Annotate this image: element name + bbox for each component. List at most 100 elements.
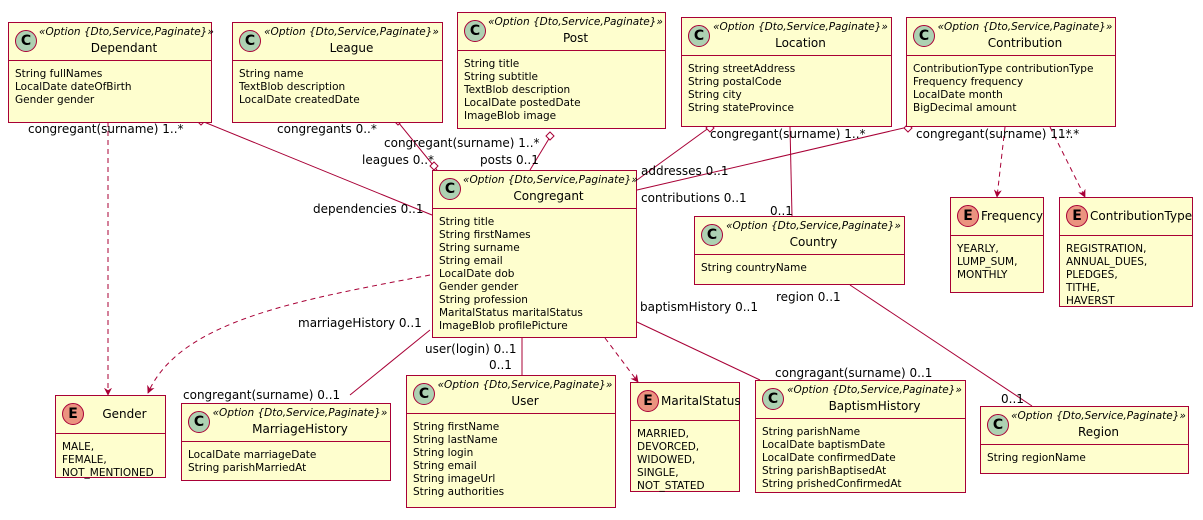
edge-congregant-baptism [636, 321, 761, 381]
stereotype: «Option {Dto,Service,Paginate}» [787, 384, 962, 396]
class-name: Contribution [987, 36, 1063, 50]
field: LocalDate createdDate [239, 94, 360, 106]
field: LocalDate month [913, 89, 1003, 101]
field: String login [413, 447, 474, 459]
enum-name: Frequency [981, 209, 1043, 223]
class-location[interactable]: C «Option {Dto,Service,Paginate}» Locati… [681, 17, 892, 127]
label-country-mult: 0..1 [770, 204, 793, 218]
class-region[interactable]: C «Option {Dto,Service,Paginate}» Region… [980, 406, 1189, 474]
class-name: User [511, 394, 539, 408]
edge-contribution-congregant [636, 126, 909, 191]
class-marriagehistory[interactable]: C «Option {Dto,Service,Paginate}» Marria… [181, 403, 391, 481]
enum-name: MaritalStatus [661, 394, 741, 408]
field: String regionName [987, 452, 1086, 464]
label-region-mult: 0..1 [1001, 392, 1024, 406]
class-name: Region [1077, 425, 1120, 439]
label-posts: posts 0..1 [480, 153, 539, 167]
stereotype: «Option {Dto,Service,Paginate}» [212, 407, 388, 419]
stereotype: «Option {Dto,Service,Paginate}» [1011, 410, 1186, 422]
stereotype: «Option {Dto,Service,Paginate}» [463, 174, 638, 186]
class-name: Dependant [90, 41, 158, 55]
field: LocalDate baptismDate [762, 439, 886, 451]
field: String city [688, 89, 742, 101]
label-contributions: contributions 0..1 [641, 191, 747, 205]
field: String title [439, 216, 495, 228]
field: String title [464, 58, 520, 70]
enum-value: MONTHLY [957, 269, 1008, 281]
class-post[interactable]: C «Option {Dto,Service,Paginate}» Post S… [457, 12, 666, 129]
stereotype: «Option {Dto,Service,Paginate}» [726, 220, 901, 232]
label-baptism-congragant: congragant(surname) 0..1 [775, 366, 933, 380]
class-contribution[interactable]: C «Option {Dto,Service,Paginate}» Contri… [906, 17, 1116, 127]
stereotype: «Option {Dto,Service,Paginate}» [713, 21, 888, 33]
enum-icon: E [62, 403, 84, 425]
enum-value: SINGLE, [637, 467, 679, 479]
class-icon: C [701, 224, 723, 246]
class-icon: C [188, 411, 210, 433]
field: String email [439, 255, 503, 267]
edge-congregant-gender [147, 274, 431, 394]
class-icon: C [464, 20, 486, 42]
enum-frequency[interactable]: E Frequency YEARLY, LUMP_SUM, MONTHLY [950, 197, 1044, 293]
class-league[interactable]: C «Option {Dto,Service,Paginate}» League… [232, 22, 443, 123]
field: String email [413, 460, 477, 472]
class-baptismhistory[interactable]: C «Option {Dto,Service,Paginate}» Baptis… [755, 380, 966, 493]
field: TextBlob description [239, 81, 346, 93]
enum-icon: E [1066, 205, 1088, 227]
class-congregant[interactable]: C «Option {Dto,Service,Paginate}» Congre… [432, 170, 638, 338]
class-user[interactable]: C «Option {Dto,Service,Paginate}» User S… [406, 375, 616, 508]
field: Gender gender [439, 281, 519, 293]
field: String authorities [413, 486, 505, 498]
enum-value: FEMALE, [62, 454, 107, 466]
edge-congregant-marriage [349, 329, 431, 396]
field: Frequency frequency [913, 76, 1024, 88]
label-dependencies: dependencies 0..1 [313, 202, 424, 216]
label-league-congregants: congregants 0..* [277, 122, 377, 136]
class-icon: C [413, 383, 435, 405]
field: String surname [439, 242, 520, 254]
class-name: Post [562, 31, 589, 45]
label-user-mult: 0..1 [489, 358, 512, 372]
field: String parishBaptisedAt [762, 465, 887, 477]
field: String profession [439, 294, 528, 306]
class-country[interactable]: C «Option {Dto,Service,Paginate}» Countr… [694, 216, 905, 285]
enum-value: NOT_MENTIONED [62, 467, 154, 479]
enum-value: MALE, [62, 441, 95, 453]
field: BigDecimal amount [913, 102, 1017, 114]
enum-contributiontype[interactable]: E ContributionType REGISTRATION, ANNUAL_… [1059, 197, 1193, 307]
edge-contribution-frequency [993, 126, 1006, 198]
enum-value: WIDOWED, [637, 454, 696, 466]
field: String streetAddress [688, 63, 796, 75]
stereotype: «Option {Dto,Service,Paginate}» [437, 379, 613, 391]
label-contribution-congregant: congregant(surname) 1..* [916, 127, 1072, 141]
enum-value: TITHE, [1066, 282, 1100, 294]
field: String stateProvince [688, 102, 794, 114]
enum-value: YEARLY, [957, 243, 999, 255]
enum-value: PLEDGES, [1066, 269, 1118, 281]
field: String fullNames [15, 68, 103, 80]
label-location-congregant: congregant(surname) 1..* [710, 127, 866, 141]
diamond-post [545, 131, 555, 141]
class-dependant[interactable]: C «Option {Dto,Service,Paginate}» Depend… [8, 22, 214, 123]
label-marriage-congregant: congregant(surname) 0..1 [183, 388, 341, 402]
enum-name: ContributionType [1090, 209, 1193, 223]
class-name: League [329, 41, 374, 55]
label-post-congregant: congregant(surname) 1..* [384, 136, 540, 150]
enum-gender[interactable]: E Gender MALE, FEMALE, NOT_MENTIONED [55, 395, 166, 479]
field: ContributionType contributionType [913, 63, 1094, 75]
label-leagues: leagues 0..* [362, 153, 435, 167]
field: TextBlob description [464, 84, 571, 96]
field: LocalDate dob [439, 268, 515, 280]
field: Gender gender [15, 94, 95, 106]
field: String postalCode [688, 76, 782, 88]
enum-icon: E [957, 205, 979, 227]
label-marriage-history: marriageHistory 0..1 [298, 316, 422, 330]
label-baptism-history: baptismHistory 0..1 [640, 300, 758, 314]
enum-value: NOT_STATED [637, 480, 705, 492]
enum-maritalstatus[interactable]: E MaritalStatus MARRIED, DEVORCED, WIDOW… [630, 382, 741, 492]
class-icon: C [15, 30, 37, 52]
field: String firstNames [439, 229, 531, 241]
class-icon: C [239, 30, 261, 52]
class-icon: C [688, 25, 710, 47]
field: String prishedConfirmedAt [762, 478, 902, 490]
